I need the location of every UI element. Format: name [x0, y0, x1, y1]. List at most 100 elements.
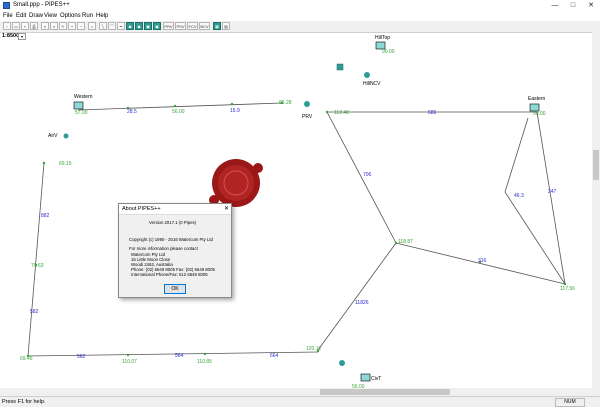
node-name-hillncv: HillNCV — [363, 81, 381, 87]
status-message: Press F1 for help. — [2, 399, 46, 405]
horizontal-scrollbar[interactable] — [0, 388, 592, 396]
about-dialog: About PIPES++ ✕ Version 2017.1 (0 Pipes)… — [118, 203, 232, 298]
pipe-east-b1 — [504, 117, 529, 193]
elev-label: 118.87 — [398, 239, 413, 245]
line-tool-button[interactable]: ╲ — [99, 22, 107, 30]
valve-icon — [364, 72, 370, 78]
window-title: Small.ppp - PIPES++ — [13, 2, 70, 8]
save-button[interactable]: ▪ — [21, 22, 29, 30]
pipe-label: 562 — [77, 354, 86, 360]
valve-icon — [304, 101, 310, 107]
pipe-label: 316 — [478, 258, 487, 264]
elev-label: 15.9 — [230, 108, 240, 114]
address-line2: Woodi 2462, Australia — [131, 262, 173, 267]
menu-bar: File Edit Draw View Options Run Help — [0, 12, 600, 21]
reservoir-icon — [73, 101, 84, 110]
node-name-civt: CivT — [371, 376, 381, 382]
valve-icon[interactable] — [339, 360, 345, 366]
zoom-in-button[interactable]: + — [68, 22, 76, 30]
pipe-east-b2 — [504, 191, 566, 285]
minimize-button[interactable]: — — [551, 2, 559, 9]
valve-icon — [336, 63, 344, 71]
pipe-junction-south — [317, 242, 397, 351]
prv-button[interactable]: PRV — [163, 22, 174, 30]
node-name-eastern: Eastern — [528, 96, 545, 102]
reservoir-hilltop[interactable]: HillTop 90.00 — [375, 35, 395, 55]
reservoir-civt[interactable]: CivT 56.00 — [352, 373, 381, 390]
pipe-tool-button[interactable]: ━ — [117, 22, 125, 30]
reservoir-icon — [360, 373, 371, 382]
air-valve-icon — [63, 133, 69, 139]
valve-prv[interactable]: PRV — [302, 101, 313, 120]
ok-button[interactable]: OK — [164, 284, 186, 294]
circle-tool-button[interactable]: ○ — [88, 22, 96, 30]
pipes — [27, 102, 566, 357]
node-name-prv: PRV — [302, 114, 313, 120]
pipe-label: 247 — [548, 189, 557, 195]
select-button[interactable]: ↖ — [59, 22, 67, 30]
pipe-south — [27, 351, 319, 357]
address-line1: 15 Little Moon Close — [131, 257, 171, 262]
pipe-label: 686 — [428, 110, 437, 116]
calc-button[interactable]: ▤ — [222, 22, 230, 30]
reservoir-western[interactable]: Western 57.00 — [73, 94, 93, 116]
vertical-scrollbar[interactable] — [592, 32, 600, 396]
dialog-close-button[interactable]: ✕ — [223, 206, 229, 212]
node-elev-civt: 56.00 — [352, 384, 365, 390]
valve-b-button[interactable]: ◆ — [135, 22, 143, 30]
pipe-label: 11826 — [355, 300, 369, 306]
close-button[interactable]: ✕ — [588, 2, 594, 9]
reservoir-icon — [529, 103, 540, 112]
new-button[interactable]: ▫ — [3, 22, 11, 30]
pipe-label: 882 — [41, 213, 50, 219]
menu-file[interactable]: File — [3, 13, 13, 19]
pipe-hill-junction — [326, 111, 397, 244]
elev-label: 85.28 — [279, 100, 292, 106]
pipe-label: 564 — [175, 353, 184, 359]
fcv-button[interactable]: FCV — [187, 22, 198, 30]
menu-run[interactable]: Run — [82, 13, 94, 19]
horizontal-scroll-thumb[interactable] — [320, 389, 450, 395]
maximize-button[interactable]: □ — [570, 2, 576, 9]
find-button[interactable]: ⌕ — [41, 22, 49, 30]
elev-label: 69.15 — [59, 161, 72, 167]
bcv-button[interactable]: BCV — [199, 22, 210, 30]
version-text: Version 2017.1 (0 Pipes) — [149, 220, 197, 225]
zoom-out-button[interactable]: − — [77, 22, 85, 30]
air-valve[interactable]: AirV — [48, 133, 69, 139]
copyright-text: Copyright (c) 1990 - 2016 Watercom Pty L… — [129, 237, 213, 242]
open-button[interactable]: ▭ — [12, 22, 20, 30]
valve-hillncv[interactable]: HillNCV — [336, 63, 381, 87]
scale-dropdown-button[interactable]: ▾ — [18, 33, 26, 40]
menu-draw[interactable]: Draw — [29, 13, 44, 19]
pipe-western-east — [77, 102, 283, 111]
elev-label: 28.5 — [127, 109, 137, 115]
node-elev-hilltop: 90.00 — [382, 49, 395, 55]
psv-button[interactable]: PSV — [175, 22, 186, 30]
curve-tool-button[interactable]: ⌒ — [108, 22, 116, 30]
tank-button[interactable]: ▣ — [153, 22, 161, 30]
menu-edit[interactable]: Edit — [16, 13, 27, 19]
node-elev-eastern: 90.00 — [533, 111, 546, 117]
menu-help[interactable]: Help — [96, 13, 109, 19]
reservoir-eastern[interactable]: Eastern 90.00 — [528, 96, 546, 117]
phone-text: Phone: (02) 6649 8005 Fax: (02) 6649 800… — [131, 267, 215, 272]
menu-options[interactable]: Options — [60, 13, 81, 19]
scale-value: 1:8500 — [2, 33, 20, 39]
valve-a-button[interactable]: ◆ — [126, 22, 134, 30]
elev-label: 112.48 — [334, 110, 349, 116]
toolbar: ▫ ▭ ▪ ⎙ ⌕ ⌕ ↖ + − ○ ╲ ⌒ ━ ◆ ◆ ▣ ▣ PRV PS… — [0, 21, 600, 33]
reservoir-button[interactable]: ▣ — [144, 22, 152, 30]
dialog-title-bar: About PIPES++ ✕ — [119, 204, 231, 215]
print-button[interactable]: ⎙ — [30, 22, 38, 30]
app-icon — [3, 2, 10, 9]
grid-button[interactable]: ▦ — [213, 22, 221, 30]
menu-view[interactable]: View — [44, 13, 57, 19]
elev-label: 110.85 — [197, 359, 212, 365]
node-elev-western: 57.00 — [75, 110, 88, 116]
pipe-east-a — [536, 111, 566, 285]
network-canvas[interactable]: Western 57.00 HillTop 90.00 Eastern 90.0… — [0, 32, 592, 396]
zoom-button[interactable]: ⌕ — [50, 22, 58, 30]
contact-text: For more information please contact — [129, 246, 198, 251]
vertical-scroll-thumb[interactable] — [593, 150, 599, 180]
